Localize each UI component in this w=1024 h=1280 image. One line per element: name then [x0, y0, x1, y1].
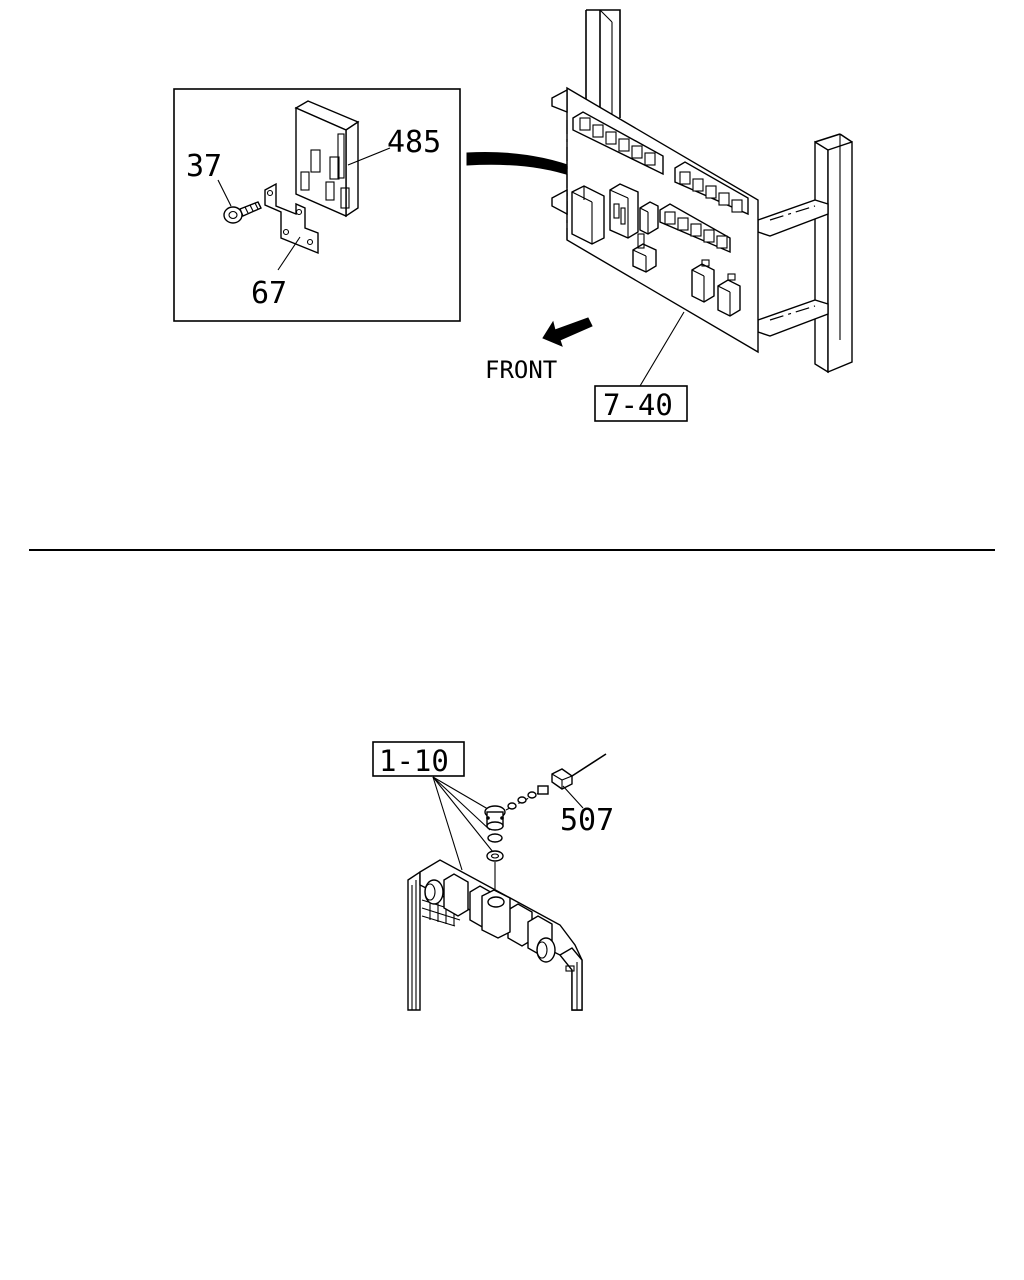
- bracket-67-drawing: [264, 182, 319, 255]
- vehicle-frame-post-right: [814, 133, 853, 374]
- leader-7-40: [639, 311, 685, 387]
- leaders-1-10: [432, 776, 494, 871]
- callout-37: 37: [186, 149, 222, 184]
- detail-inset-frame: [173, 88, 461, 322]
- top-diagram: 37 485 67: [173, 9, 853, 422]
- reference-box-7-40: [594, 385, 688, 422]
- callout-507: 507: [560, 803, 614, 838]
- leader-507: [562, 785, 584, 809]
- sensor-switch-assembly: [484, 785, 549, 900]
- reference-box-1-10: [372, 741, 465, 777]
- callout-485: 485: [387, 125, 441, 160]
- leader-37: [217, 179, 232, 207]
- reference-7-40: 7-40: [603, 388, 673, 422]
- sensor-507-drawing: [551, 753, 607, 790]
- leader-67: [277, 236, 301, 271]
- relay-485-drawing: [294, 100, 360, 218]
- front-direction-arrow: [542, 317, 593, 347]
- callout-67: 67: [251, 276, 287, 311]
- radiator-drawing: [407, 859, 583, 1011]
- front-label: FRONT: [485, 356, 557, 384]
- reference-1-10: 1-10: [379, 744, 449, 778]
- bottom-diagram: 1-10 507: [372, 741, 614, 1011]
- relay-panel-board: [551, 86, 759, 354]
- screw-37-drawing: [223, 201, 262, 224]
- leader-485: [347, 147, 391, 166]
